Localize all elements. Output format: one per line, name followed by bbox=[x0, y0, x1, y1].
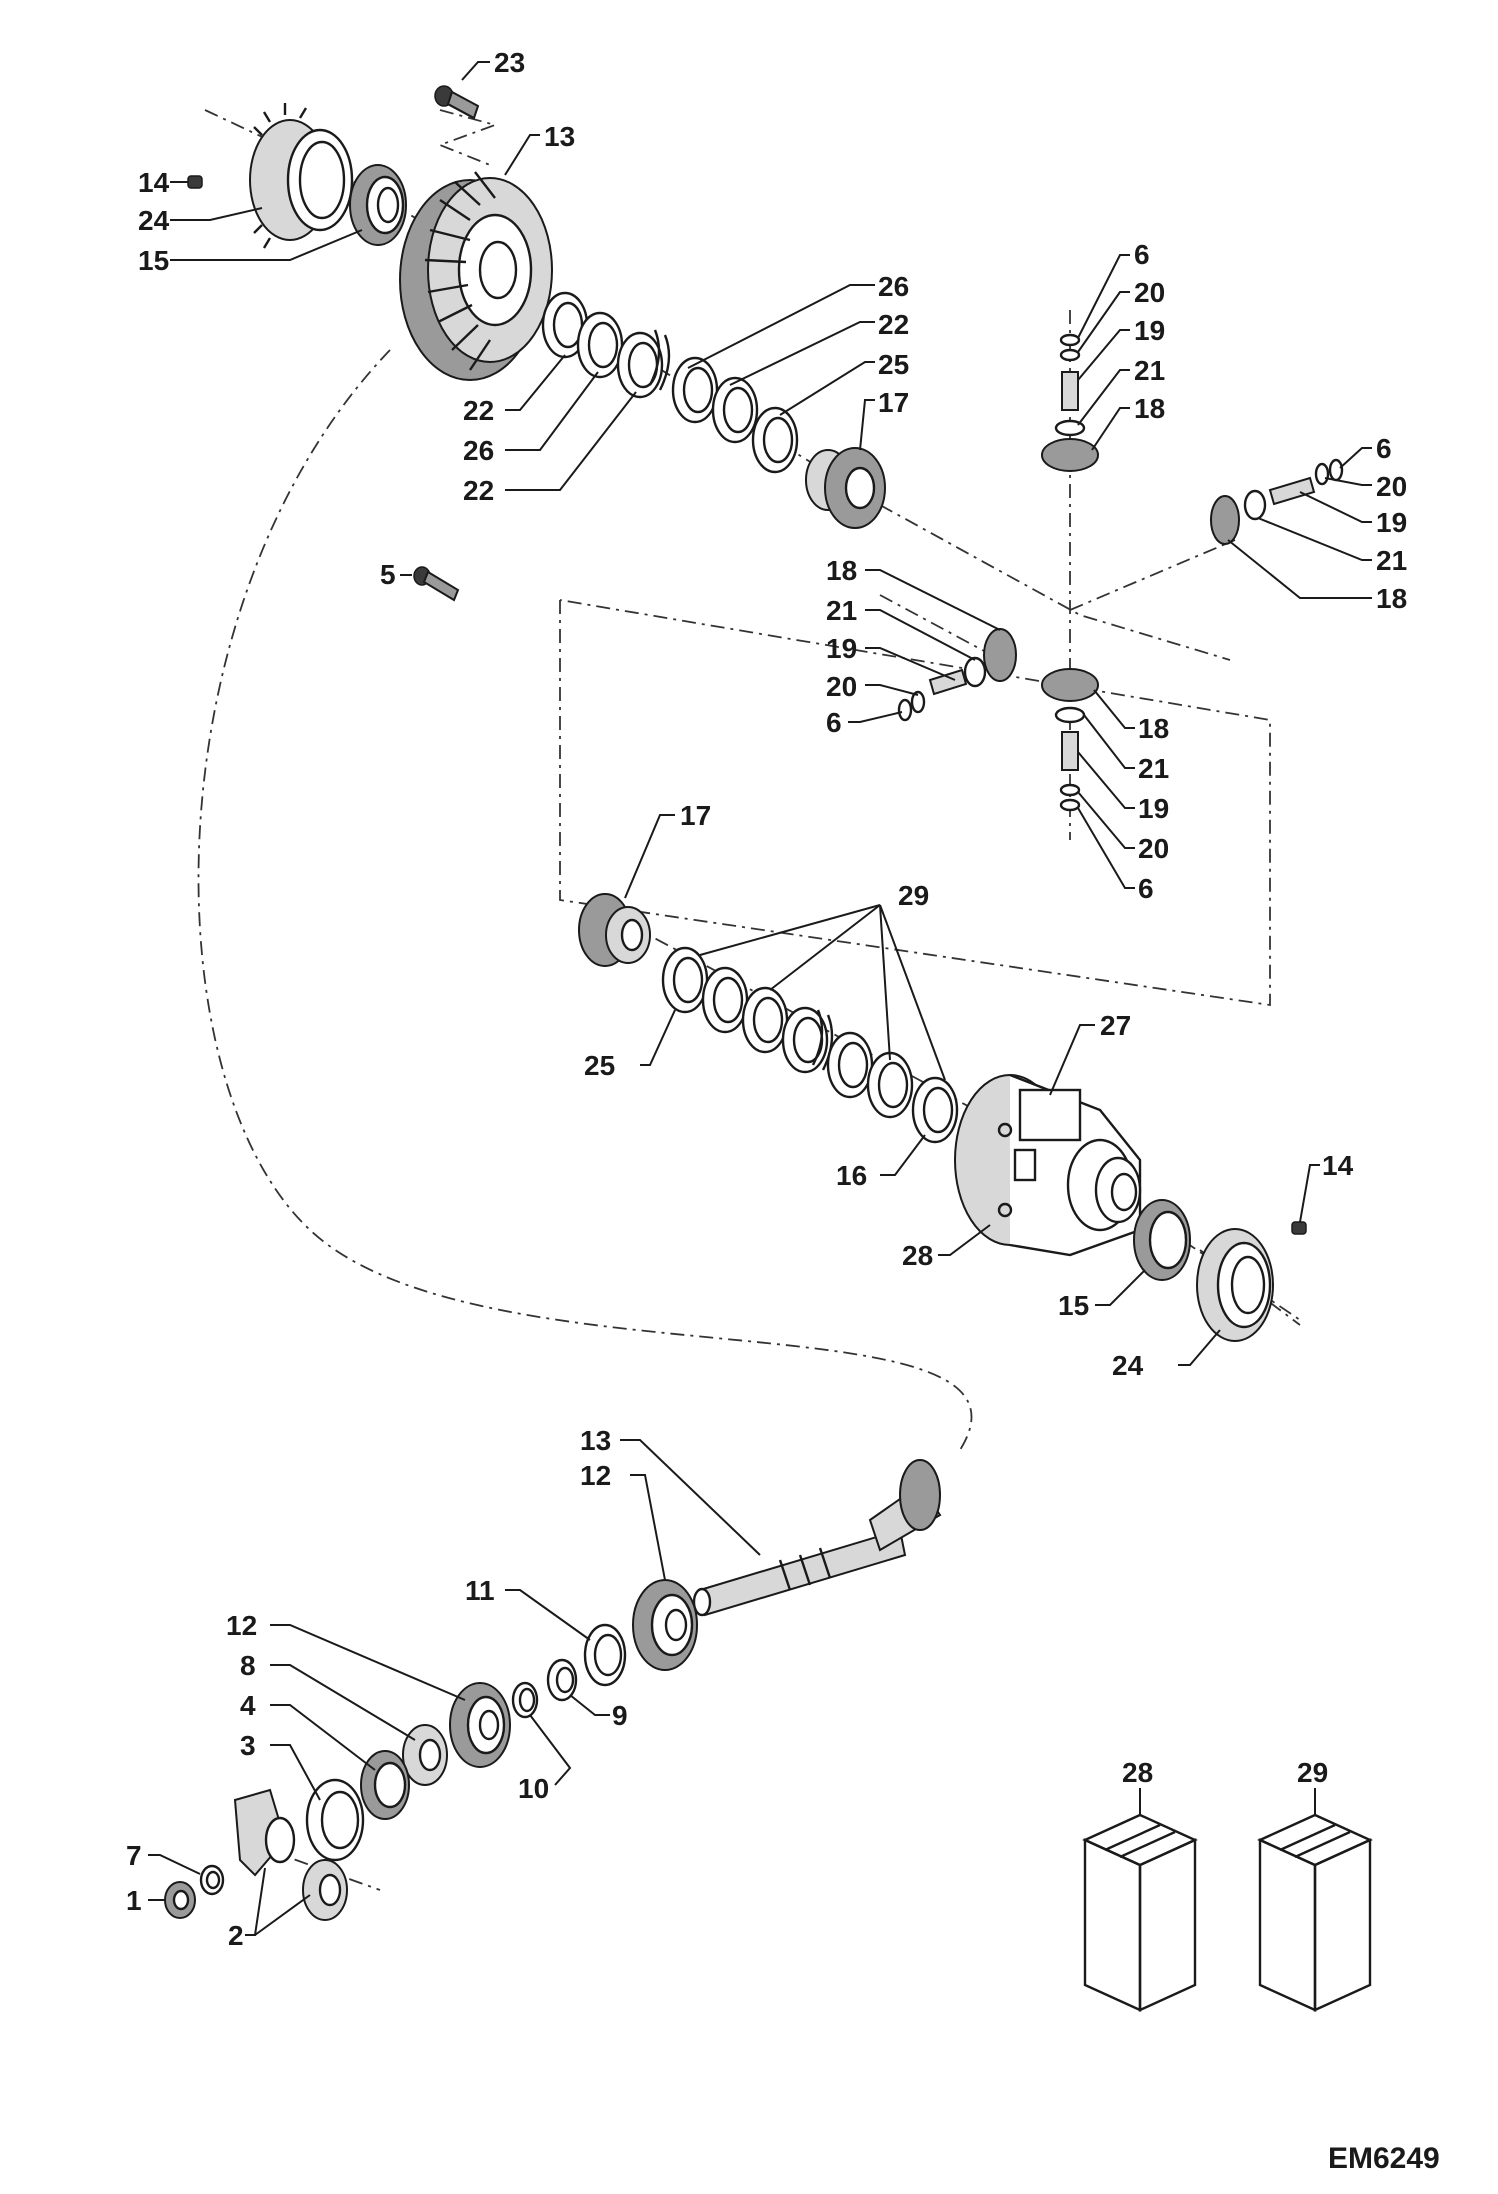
callout-22: 22 bbox=[878, 309, 909, 340]
callout-6: 6 bbox=[1138, 873, 1154, 904]
callout-28: 28 bbox=[902, 1240, 933, 1271]
callout-20: 20 bbox=[826, 671, 857, 702]
callout-23: 23 bbox=[494, 47, 525, 78]
callout-12: 12 bbox=[580, 1460, 611, 1491]
pinion-gear-18-left bbox=[897, 628, 1017, 722]
bearing-15-lower bbox=[1133, 1199, 1191, 1281]
callout-15: 15 bbox=[138, 245, 169, 276]
nut-8 bbox=[402, 1724, 448, 1786]
callout-17: 17 bbox=[878, 387, 909, 418]
callout-18: 18 bbox=[826, 555, 857, 586]
callout-24: 24 bbox=[1112, 1350, 1144, 1381]
callout-20: 20 bbox=[1138, 833, 1169, 864]
callout-10: 10 bbox=[518, 1773, 549, 1804]
leader-lines bbox=[148, 61, 1372, 1936]
spacer-11 bbox=[583, 1623, 627, 1687]
bearing-12-lower bbox=[449, 1682, 511, 1768]
callout-21: 21 bbox=[826, 595, 857, 626]
bolt-5 bbox=[413, 566, 460, 602]
callout-19: 19 bbox=[1134, 315, 1165, 346]
callout-6: 6 bbox=[1134, 239, 1150, 270]
callout-7: 7 bbox=[126, 1840, 142, 1871]
callout-1: 1 bbox=[126, 1885, 142, 1916]
callout-19: 19 bbox=[1138, 793, 1169, 824]
callout-3: 3 bbox=[240, 1730, 256, 1761]
callout-16: 16 bbox=[836, 1160, 867, 1191]
callout-20: 20 bbox=[1376, 471, 1407, 502]
callout-6: 6 bbox=[1376, 433, 1392, 464]
callout-4: 4 bbox=[240, 1690, 256, 1721]
callout-13: 13 bbox=[544, 121, 575, 152]
callout-18: 18 bbox=[1134, 393, 1165, 424]
bearing-15 bbox=[349, 164, 407, 246]
callout-11: 11 bbox=[465, 1575, 495, 1606]
shim-stack-lower bbox=[661, 946, 959, 1144]
callout-17: 17 bbox=[680, 800, 711, 831]
shim-stack-upper bbox=[541, 291, 799, 474]
kit-box-28 bbox=[1082, 1788, 1198, 2012]
bolt-23 bbox=[434, 85, 480, 120]
callout-14: 14 bbox=[1322, 1150, 1354, 1181]
pinion-shaft-13 bbox=[692, 1459, 942, 1617]
snap-ring-10 bbox=[511, 1681, 539, 1719]
callout-26: 26 bbox=[878, 271, 909, 302]
kit-label-28: 28 bbox=[1122, 1757, 1153, 1788]
bearing-cup-24 bbox=[249, 103, 354, 249]
pinion-gear-18-bottom bbox=[1041, 668, 1099, 812]
callout-22: 22 bbox=[463, 475, 494, 506]
callout-25: 25 bbox=[878, 349, 909, 380]
callout-15: 15 bbox=[1058, 1290, 1089, 1321]
callout-2: 2 bbox=[228, 1920, 244, 1951]
callout-22: 22 bbox=[463, 395, 494, 426]
side-gear-17-lower bbox=[578, 893, 651, 967]
callout-25: 25 bbox=[584, 1050, 615, 1081]
kit-label-29: 29 bbox=[1297, 1757, 1328, 1788]
drawing-code: EM6249 bbox=[1328, 2142, 1440, 2175]
pinion-gear-18-top bbox=[1041, 333, 1099, 472]
bearing-cup-24-lower bbox=[1196, 1228, 1274, 1342]
callout-27: 27 bbox=[1100, 1010, 1131, 1041]
lock-screw-14 bbox=[187, 175, 203, 189]
flange-2 bbox=[233, 1788, 348, 1921]
seal-4 bbox=[360, 1750, 410, 1820]
callout-21: 21 bbox=[1138, 753, 1169, 784]
collar-9 bbox=[546, 1658, 578, 1702]
callout-19: 19 bbox=[1376, 507, 1407, 538]
callout-26: 26 bbox=[463, 435, 494, 466]
crown-wheel-13 bbox=[399, 171, 553, 381]
seal-3 bbox=[305, 1778, 365, 1862]
kit-box-29 bbox=[1257, 1788, 1373, 2012]
callout-9: 9 bbox=[612, 1700, 628, 1731]
washer-7 bbox=[199, 1864, 225, 1896]
callout-12: 12 bbox=[226, 1610, 257, 1641]
callout-18: 18 bbox=[1376, 583, 1407, 614]
callout-21: 21 bbox=[1134, 355, 1165, 386]
callout-labels: 23 13 14 24 15 26 22 25 17 22 26 22 6 20… bbox=[126, 47, 1407, 1951]
nut-1 bbox=[164, 1881, 196, 1919]
callout-19: 19 bbox=[826, 633, 857, 664]
callout-14: 14 bbox=[138, 167, 170, 198]
callout-24: 24 bbox=[138, 205, 170, 236]
callout-6: 6 bbox=[826, 707, 842, 738]
lock-screw-14-lower bbox=[1291, 1221, 1307, 1235]
side-gear-17-upper bbox=[805, 447, 886, 529]
callout-29: 29 bbox=[898, 880, 929, 911]
bearing-12-upper bbox=[632, 1579, 698, 1671]
callout-8: 8 bbox=[240, 1650, 256, 1681]
callout-18: 18 bbox=[1138, 713, 1169, 744]
callout-13: 13 bbox=[580, 1425, 611, 1456]
callout-5: 5 bbox=[380, 559, 396, 590]
callout-20: 20 bbox=[1134, 277, 1165, 308]
differential-housing-27 bbox=[954, 1073, 1142, 1257]
callout-21: 21 bbox=[1376, 545, 1407, 576]
